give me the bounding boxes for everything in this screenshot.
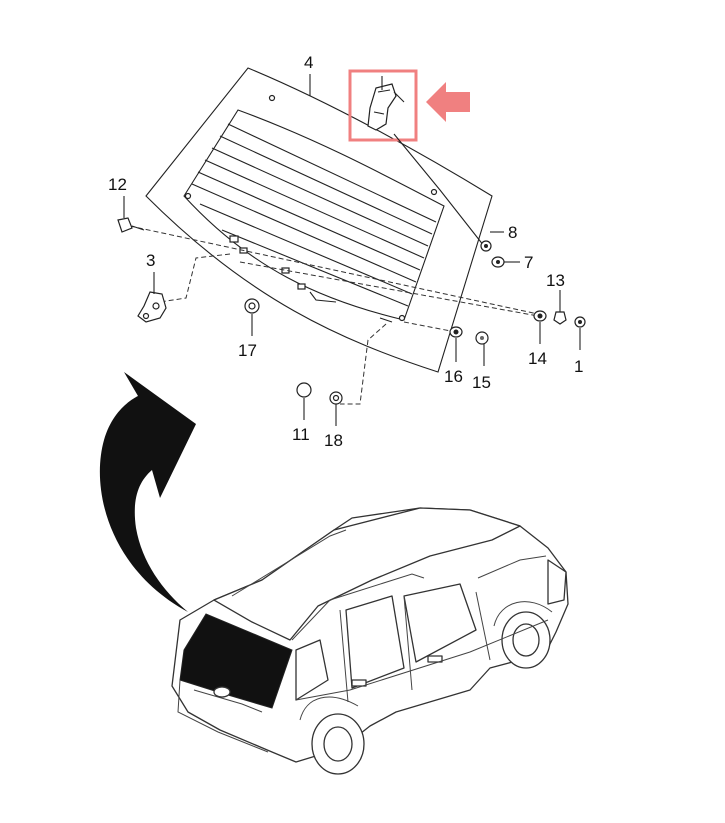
part-16-socket[interactable] [449, 326, 463, 338]
pink-arrow-left-icon [426, 82, 470, 122]
callout-8: 8 [508, 223, 517, 242]
part-7-washer[interactable] [491, 256, 505, 268]
callout-11: 11 [292, 425, 310, 444]
callout-17: 17 [238, 341, 257, 360]
part-13-nut[interactable] [553, 311, 567, 325]
part-1-cap[interactable] [574, 316, 586, 328]
part-14-grommet[interactable] [533, 310, 547, 322]
rear-glass-assembly [145, 67, 493, 373]
callout-1: 1 [574, 357, 583, 376]
black-curved-arrow-up-icon [99, 372, 196, 612]
part-17-washer[interactable] [244, 298, 260, 314]
callout-7: 7 [524, 253, 533, 272]
callout-3: 3 [146, 251, 155, 270]
part-12-bolt[interactable] [117, 217, 145, 233]
highlighted-hinge-part[interactable] [348, 69, 418, 142]
callout-16: 16 [444, 367, 463, 386]
callout-12: 12 [108, 175, 127, 194]
callout-15: 15 [472, 373, 491, 392]
callout-4: 4 [304, 53, 313, 72]
highlight-box [348, 69, 418, 142]
vehicle-illustration [171, 507, 569, 775]
part-8-nut[interactable] [480, 240, 492, 252]
callout-13: 13 [546, 271, 565, 290]
part-11-plug[interactable] [296, 382, 312, 398]
callout-18: 18 [324, 431, 343, 450]
part-3-bracket[interactable] [137, 291, 167, 323]
defroster-grid [191, 123, 437, 307]
part-15-cap[interactable] [475, 331, 489, 345]
callout-14: 14 [528, 349, 547, 368]
part-18-washer[interactable] [329, 391, 343, 405]
